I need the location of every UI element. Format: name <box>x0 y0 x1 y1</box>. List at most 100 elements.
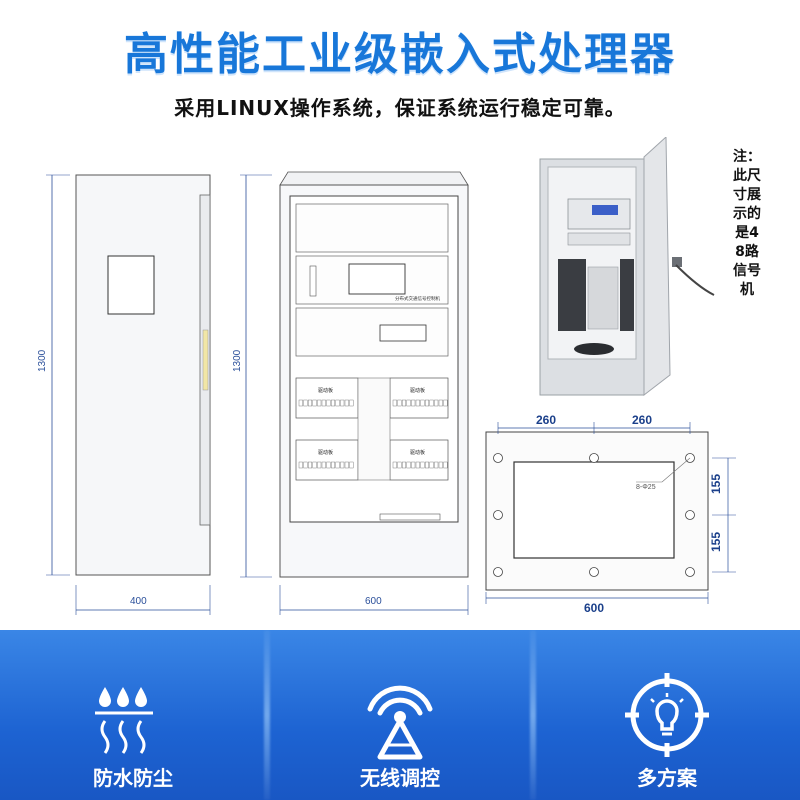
banner-divider-1 <box>264 630 270 800</box>
base-bottom-label: 600 <box>584 601 604 615</box>
driver-board-2 <box>389 377 449 419</box>
side-view-drawing: 1300 400 <box>37 174 211 615</box>
drawing-canvas: 1300 400 分布式交通信号控制机 驱动板 驱动板 驱动板 <box>37 171 736 615</box>
terminal-block <box>331 399 336 407</box>
photo-driver-board-right <box>620 259 634 331</box>
cabinet-photo <box>538 135 718 399</box>
terminal-block <box>308 399 313 407</box>
terminal-rows <box>298 399 448 469</box>
base-right-label-1: 155 <box>709 474 723 494</box>
front-cabinet-roof <box>279 171 469 186</box>
base-top-label-2: 260 <box>632 413 652 427</box>
terminal-block <box>415 461 420 469</box>
side-width-label: 400 <box>130 596 147 607</box>
base-right-label-2: 155 <box>709 532 723 552</box>
terminal-block <box>317 461 322 469</box>
driver-board-3 <box>295 439 359 481</box>
terminal-block <box>425 461 430 469</box>
terminal-block <box>335 399 340 407</box>
terminal-block <box>340 399 345 407</box>
terminal-block <box>406 399 411 407</box>
photo-controller-screen <box>592 205 618 215</box>
mounting-hole <box>589 567 599 577</box>
terminal-block <box>312 399 317 407</box>
terminal-block <box>312 461 317 469</box>
front-view-drawing: 分布式交通信号控制机 驱动板 驱动板 驱动板 驱动板 1300 600 <box>232 171 469 615</box>
base-view-drawing: 8-Φ25 260 260 155 155 600 <box>485 413 736 615</box>
terminal-block <box>326 461 331 469</box>
terminal-block <box>344 399 349 407</box>
terminal-block <box>429 461 434 469</box>
front-bottom-bar <box>379 513 441 521</box>
terminal-block <box>298 399 303 407</box>
terminal-block <box>434 399 439 407</box>
mounting-hole <box>685 567 695 577</box>
front-panel-power-strip <box>379 324 427 342</box>
photo-door-latch <box>672 257 682 267</box>
side-height-label: 1300 <box>37 349 48 372</box>
driver-board-1-label: 驱动板 <box>318 387 333 394</box>
base-plate-opening <box>513 461 675 559</box>
front-panel-top <box>295 203 449 253</box>
front-width-label: 600 <box>365 596 382 607</box>
terminal-block <box>402 399 407 407</box>
feature-waterproof-label: 防水防尘 <box>93 766 173 790</box>
base-top-label-1: 260 <box>536 413 556 427</box>
multi-plan-icon <box>617 665 717 765</box>
wireless-control-icon <box>350 665 450 765</box>
terminal-block <box>443 399 448 407</box>
terminal-block <box>308 461 313 469</box>
terminal-block <box>303 399 308 407</box>
terminal-block <box>321 461 326 469</box>
driver-board-4 <box>389 439 449 481</box>
terminal-block <box>340 461 345 469</box>
terminal-block <box>335 461 340 469</box>
hole-callout-line <box>661 457 691 483</box>
driver-board-1 <box>295 377 359 419</box>
banner-divider-2 <box>530 630 536 800</box>
terminal-block <box>331 461 336 469</box>
front-center-channel <box>357 377 391 481</box>
photo-driver-board-left <box>558 259 586 331</box>
terminal-block <box>438 461 443 469</box>
terminal-block <box>415 399 420 407</box>
photo-center-module <box>587 266 619 330</box>
photo-cable-hole <box>574 343 614 355</box>
terminal-block <box>406 461 411 469</box>
front-panel-label: 分布式交通信号控制机 <box>395 295 440 302</box>
size-note: 注：此尺寸展示的是48路信号机 <box>733 149 761 298</box>
driver-board-2-label: 驱动板 <box>410 387 425 394</box>
base-holes <box>493 453 695 577</box>
terminal-block <box>420 461 425 469</box>
side-cabinet-window <box>107 255 155 315</box>
driver-board-3-label: 驱动板 <box>318 449 333 456</box>
terminal-block <box>392 399 397 407</box>
feature-multiplan-label: 多方案 <box>637 766 697 790</box>
terminal-block <box>425 399 430 407</box>
mounting-hole <box>493 567 503 577</box>
feature-wireless: 无线调控 <box>267 630 533 800</box>
terminal-block <box>411 399 416 407</box>
feature-wireless-label: 无线调控 <box>360 766 440 790</box>
technical-drawings: 1300 400 分布式交通信号控制机 驱动板 驱动板 驱动板 <box>0 130 800 630</box>
terminal-block <box>349 399 354 407</box>
terminal-block <box>317 399 322 407</box>
terminal-block <box>397 399 402 407</box>
terminal-block <box>443 461 448 469</box>
terminal-block <box>326 399 331 407</box>
terminal-block <box>349 461 354 469</box>
water-dust-proof-icon <box>83 665 183 765</box>
front-height-label: 1300 <box>232 349 243 372</box>
page-title: 高性能工业级嵌入式处理器 <box>124 29 676 80</box>
photo-door-cable <box>675 264 715 296</box>
terminal-block <box>298 461 303 469</box>
mounting-hole <box>493 453 503 463</box>
front-panel-display <box>348 263 406 295</box>
mounting-hole <box>589 453 599 463</box>
photo-power-strip <box>567 232 631 246</box>
terminal-block <box>438 399 443 407</box>
feature-waterproof: 防水防尘 <box>0 630 266 800</box>
hole-callout-label: 8-Φ25 <box>636 484 656 491</box>
page-subtitle: 采用LINUX操作系统，保证系统运行稳定可靠。 <box>174 96 626 120</box>
driver-board-4-label: 驱动板 <box>410 449 425 456</box>
